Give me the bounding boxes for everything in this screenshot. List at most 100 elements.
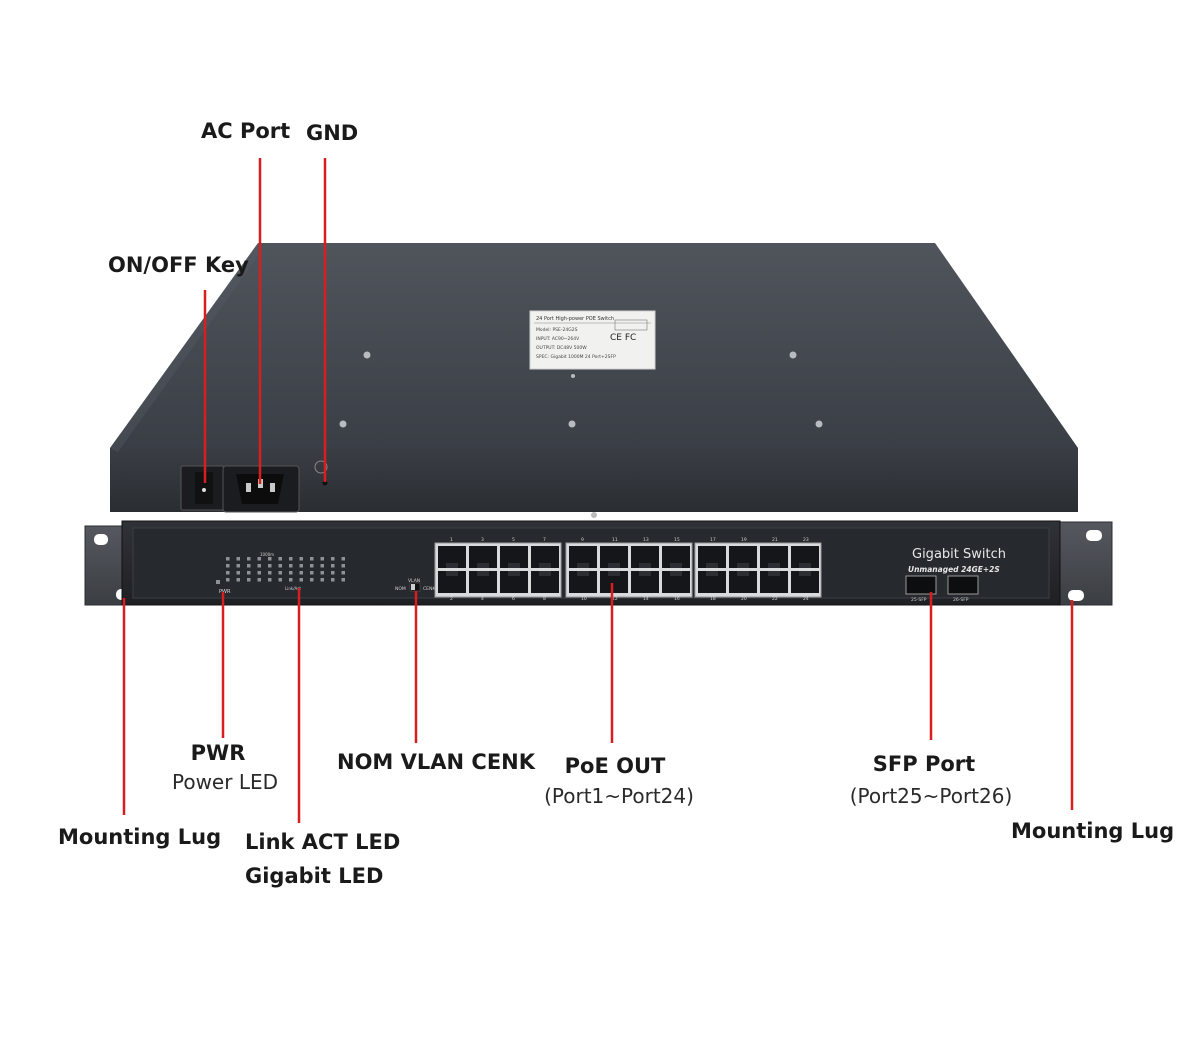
brand-title: Gigabit Switch xyxy=(912,547,1006,562)
led-dot xyxy=(247,564,251,568)
led-pwr-text: PWR xyxy=(219,589,231,595)
port-number-top: 11 xyxy=(612,537,618,543)
led-dot xyxy=(320,571,324,575)
led-dot xyxy=(341,578,345,582)
led-dot xyxy=(299,557,303,561)
led-dot xyxy=(341,557,345,561)
port-number-bottom: 16 xyxy=(674,596,680,602)
top-screws xyxy=(339,351,823,428)
led-dot xyxy=(331,564,335,568)
port-number-top: 17 xyxy=(710,537,716,543)
led-dot xyxy=(226,557,230,561)
rj45-port xyxy=(729,571,757,593)
rj45-port xyxy=(631,546,659,568)
led-dot xyxy=(247,578,251,582)
port-number-bottom: 24 xyxy=(803,596,809,602)
led-dot xyxy=(247,557,251,561)
rj45-port xyxy=(791,546,819,568)
port-number-top: 15 xyxy=(674,537,680,543)
led-dot xyxy=(278,557,282,561)
brand-subtitle: Unmanaged 24GE+2S xyxy=(908,565,1000,574)
led-dot xyxy=(299,578,303,582)
led-dot xyxy=(257,571,261,575)
port-number-top: 23 xyxy=(803,537,809,543)
led-dot xyxy=(226,571,230,575)
chassis-rear-face xyxy=(110,448,1078,512)
port-number-top: 7 xyxy=(543,537,546,543)
port-number-bottom: 4 xyxy=(481,596,484,602)
led-dot xyxy=(278,564,282,568)
led-dot xyxy=(236,578,240,582)
led-dot xyxy=(310,557,314,561)
rj45-port xyxy=(531,571,559,593)
label-poe-ports: (Port1~Port24) xyxy=(544,784,694,808)
rj45-port xyxy=(662,546,690,568)
rj45-port xyxy=(469,571,497,593)
led-dot xyxy=(257,578,261,582)
label-power-led: Power LED xyxy=(171,770,279,794)
led-dot xyxy=(331,571,335,575)
port-number-bottom: 2 xyxy=(450,596,453,602)
led-header-linkact: Link/Act xyxy=(285,586,301,591)
led-dot xyxy=(331,557,335,561)
label-link-act-led: Link ACT LED xyxy=(245,830,401,854)
label-mounting-lug-right: Mounting Lug xyxy=(1011,819,1175,843)
port-number-bottom: 14 xyxy=(643,596,649,602)
rj45-port xyxy=(760,546,788,568)
rj45-port xyxy=(662,571,690,593)
port-number-top: 9 xyxy=(581,537,584,543)
led-dot xyxy=(289,564,293,568)
rj45-port xyxy=(531,546,559,568)
label-pwr: PWR xyxy=(190,741,246,765)
led-dot xyxy=(310,564,314,568)
mounting-lug-right-shape xyxy=(1056,521,1113,606)
port-number-top: 3 xyxy=(481,537,484,543)
label-gnd: GND xyxy=(306,121,359,145)
port-number-bottom: 8 xyxy=(543,596,546,602)
switch-label-cenk: CENK xyxy=(423,586,436,592)
rj45-port xyxy=(438,571,466,593)
rj45-port xyxy=(729,546,757,568)
rj45-port xyxy=(569,546,597,568)
led-indicator-block xyxy=(216,557,345,584)
sfp-label-25: 25-SFP xyxy=(911,597,927,603)
led-dot xyxy=(236,571,240,575)
rj45-port xyxy=(698,571,726,593)
callout-lines xyxy=(122,158,1074,823)
rj45-port xyxy=(600,571,628,593)
rj45-port xyxy=(500,546,528,568)
port-number-bottom: 18 xyxy=(710,596,716,602)
led-dot xyxy=(341,564,345,568)
port-number-bottom: 22 xyxy=(772,596,778,602)
ce-fc-mark: CE FC xyxy=(610,333,636,343)
led-dot xyxy=(247,571,251,575)
port-number-bottom: 10 xyxy=(581,596,587,602)
label-sfp-ports: (Port25~Port26) xyxy=(849,784,1013,808)
led-dot xyxy=(341,571,345,575)
led-dot xyxy=(289,557,293,561)
port-number-bottom: 20 xyxy=(741,596,747,602)
led-dot xyxy=(320,557,324,561)
led-dot xyxy=(289,571,293,575)
led-dot xyxy=(310,571,314,575)
label-gigabit-led: Gigabit LED xyxy=(245,864,384,888)
label-ac-port: AC Port xyxy=(201,119,291,143)
rj45-port xyxy=(469,546,497,568)
spec-line-4: SPEC: Gigabit 1000M 24 Port+2SFP xyxy=(536,354,616,360)
spec-line-2: INPUT: AC90~264V xyxy=(536,336,580,342)
rj45-port xyxy=(600,546,628,568)
rear-ac-inlet xyxy=(222,465,300,513)
port-number-top: 21 xyxy=(772,537,778,543)
led-pwr-dot xyxy=(216,580,220,584)
led-dot xyxy=(226,564,230,568)
led-dot xyxy=(320,578,324,582)
led-header-1000m: 1000m xyxy=(260,552,274,557)
led-dot xyxy=(268,564,272,568)
sfp-cages: 25-SFP 26-SFP xyxy=(905,575,979,603)
led-dot xyxy=(299,571,303,575)
label-on-off-key: ON/OFF Key xyxy=(108,253,249,277)
led-dot xyxy=(331,578,335,582)
switch-label-vlan: VLAN xyxy=(408,578,420,584)
label-poe-out: PoE OUT xyxy=(564,754,666,778)
